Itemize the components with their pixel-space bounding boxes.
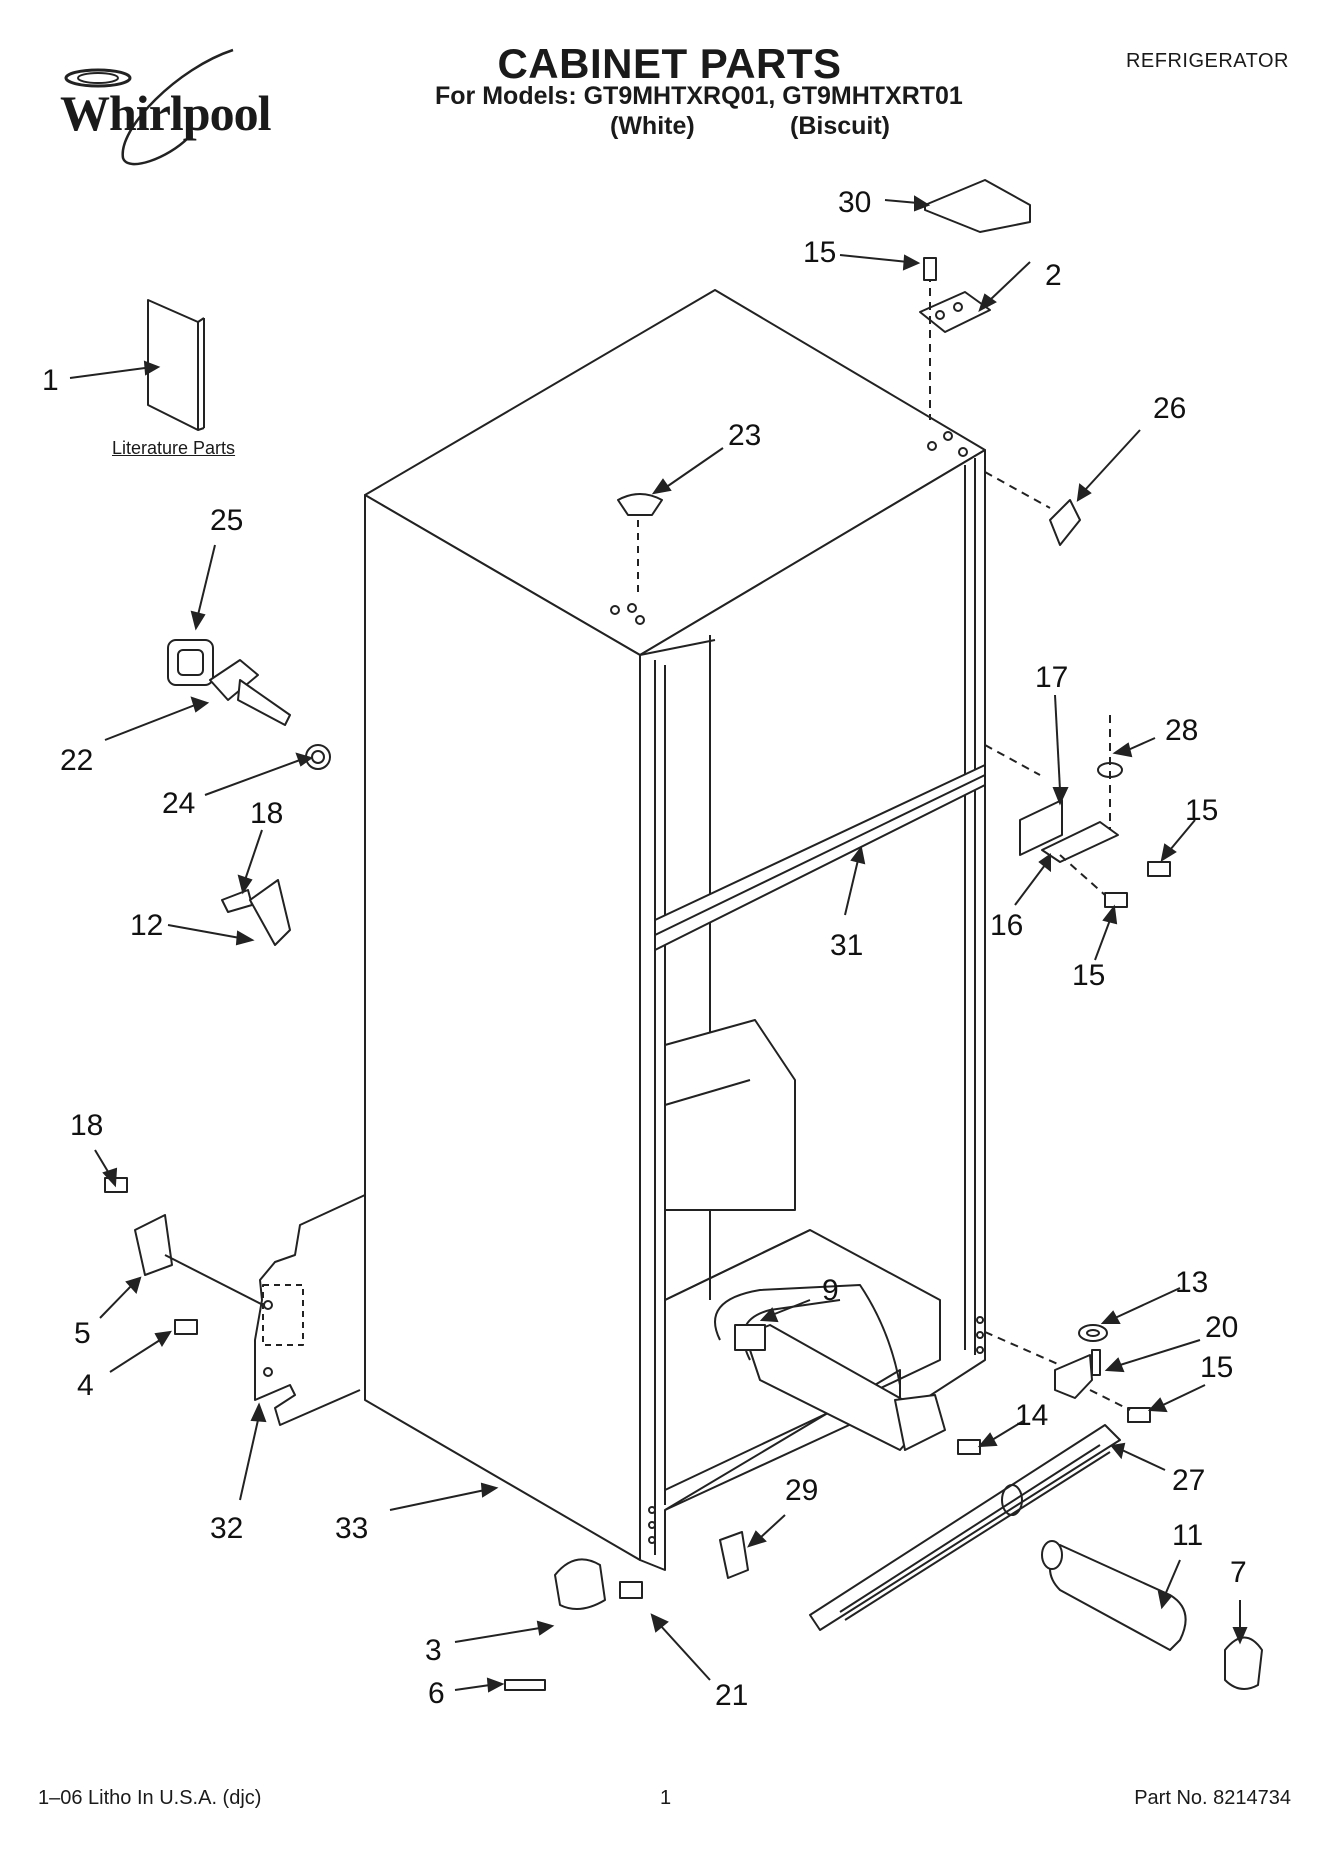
callout-18-upper: 18: [250, 797, 283, 830]
filter-knob: [1224, 1636, 1263, 1690]
page-title: CABINET PARTS: [497, 40, 842, 87]
top-cap: [924, 179, 1031, 233]
callout-31: 31: [830, 929, 863, 962]
color-white-label: (White): [610, 112, 695, 140]
leveling-parts: [504, 1558, 643, 1691]
callout-21: 21: [715, 1679, 748, 1712]
door-stop-parts: [221, 879, 291, 946]
top-hinge: [919, 257, 991, 420]
callout-3: 3: [425, 1634, 442, 1667]
callout-6: 6: [428, 1677, 445, 1710]
callout-16: 16: [990, 909, 1023, 942]
callout-15-bottom: 15: [1200, 1351, 1233, 1384]
whirlpool-logo: Whirlpool: [28, 48, 278, 178]
callout-4: 4: [77, 1369, 94, 1402]
callout-32: 32: [210, 1512, 243, 1545]
lower-right-hinge: [957, 1324, 1151, 1455]
plug-23: [617, 493, 663, 598]
callout-29: 29: [785, 1474, 818, 1507]
callout-14: 14: [1015, 1399, 1048, 1432]
callout-18-lower: 18: [70, 1109, 103, 1142]
filter-housing: [714, 1284, 946, 1451]
footer-page-number: 1: [660, 1787, 672, 1809]
category-label: REFRIGERATOR: [1125, 50, 1289, 72]
callout-13: 13: [1175, 1266, 1208, 1299]
callout-2: 2: [1045, 259, 1062, 292]
models-line: For Models: GT9MHTXRQ01, GT9MHTXRT01: [435, 82, 963, 110]
callout-26: 26: [1153, 392, 1186, 425]
dispenser-parts: [167, 639, 331, 770]
callout-28: 28: [1165, 714, 1198, 747]
filter-cover-bar: [809, 1424, 1121, 1631]
callout-30: 30: [838, 186, 871, 219]
callout-33: 33: [335, 1512, 368, 1545]
water-filter: [1041, 1540, 1187, 1651]
footer-litho: 1–06 Litho In U.S.A. (djc): [38, 1787, 262, 1809]
callout-12: 12: [130, 909, 163, 942]
literature-parts-label: Literature Parts: [112, 438, 236, 458]
callout-5: 5: [74, 1317, 91, 1350]
clip-29: [719, 1531, 749, 1579]
logo-wordmark: Whirlpool: [60, 85, 271, 141]
callout-17: 17: [1035, 661, 1068, 694]
callout-15-mid: 15: [1185, 794, 1218, 827]
center-hinge: [984, 715, 1171, 908]
literature-booklet: [147, 299, 205, 431]
rear-panel: [254, 1194, 366, 1426]
callout-22: 22: [60, 744, 93, 777]
callout-9: 9: [822, 1274, 839, 1307]
callout-20: 20: [1205, 1311, 1238, 1344]
footer-part-number: Part No. 8214734: [1134, 1787, 1291, 1809]
callout-1: 1: [42, 364, 59, 397]
cabinet-shell: [364, 289, 986, 1571]
lower-left-hinge: [104, 1177, 264, 1335]
logo-swirl-icon: [64, 48, 234, 166]
callout-15-lower: 15: [1072, 959, 1105, 992]
callout-27: 27: [1172, 1464, 1205, 1497]
callout-24: 24: [162, 787, 195, 820]
callout-15-top: 15: [803, 236, 836, 269]
color-biscuit-label: (Biscuit): [790, 112, 890, 140]
callout-23: 23: [728, 419, 761, 452]
callout-11: 11: [1172, 1519, 1203, 1552]
callout-7: 7: [1230, 1556, 1247, 1589]
callout-25: 25: [210, 504, 243, 537]
hinge-cover: [1049, 499, 1081, 546]
